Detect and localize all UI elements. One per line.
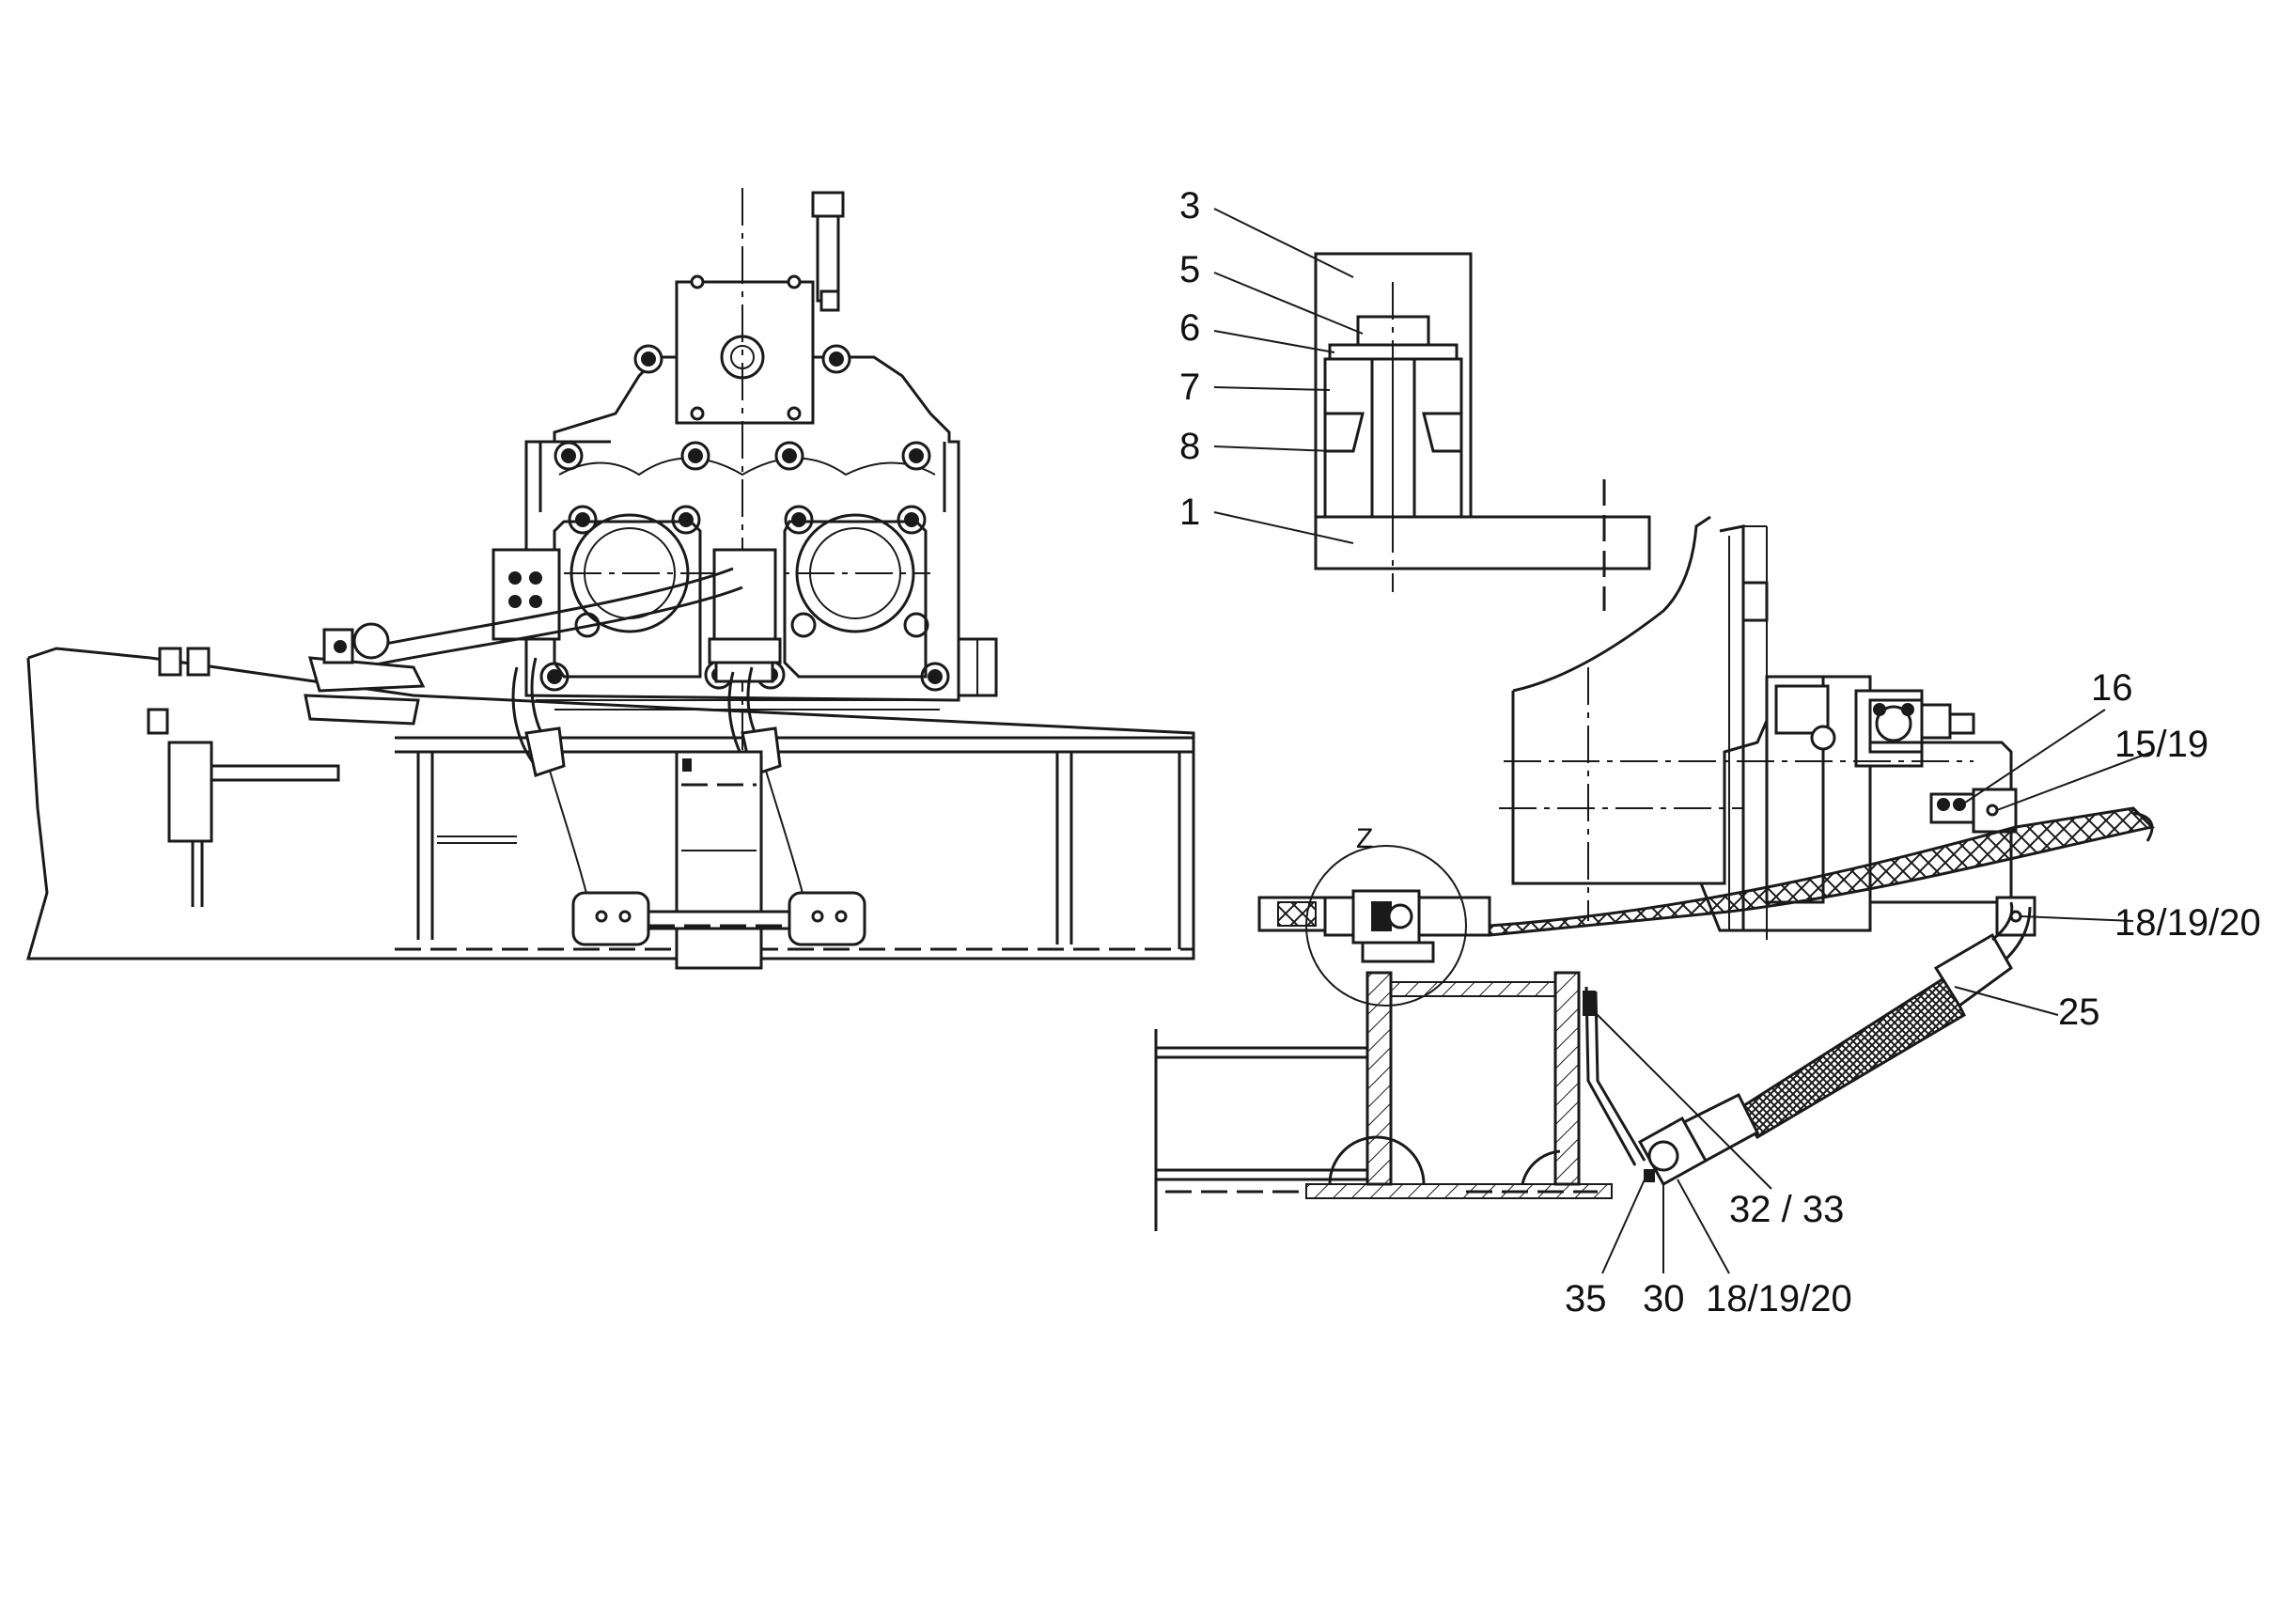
fitting-15-19: [1972, 788, 2018, 834]
bracket: [1584, 986, 1637, 1166]
callout-18-19-20-upper: 18/19/20: [2114, 902, 2261, 944]
base-frame: [26, 647, 1195, 960]
manifold-block-left: [491, 548, 561, 641]
callout-18-19-20-lower: 18/19/20: [1706, 1278, 1852, 1320]
callout-30: 30: [1643, 1278, 1685, 1320]
callout-6: 6: [1179, 307, 1200, 349]
leader-lines: [1213, 208, 2153, 1274]
support-stand: [1154, 971, 1613, 1231]
callout-5: 5: [1179, 249, 1200, 290]
callout-35: 35: [1565, 1278, 1607, 1320]
side-view: [1154, 208, 2156, 1274]
angled-coupling: [304, 622, 426, 726]
callout-15-19: 15/19: [2114, 724, 2208, 765]
braided-hose-lower: [1736, 975, 1966, 1140]
fitting-16: [1929, 792, 1975, 824]
callout-1: 1: [1179, 492, 1200, 533]
braided-hose-upper: [1478, 806, 2156, 937]
callout-8: 8: [1179, 426, 1200, 467]
callout-labels: 3 5 6 7 8 1 16 15/19 18/19/20 25 32 / 33…: [1179, 185, 2261, 1320]
detail-z-label: Z: [1356, 823, 1373, 854]
gearbox-housing: [304, 188, 998, 970]
foot-plate: [571, 750, 866, 970]
front-view: [26, 188, 1195, 970]
detail-part-1: [1314, 515, 1651, 570]
callout-25: 25: [2058, 992, 2100, 1033]
mount-detail: [1314, 252, 1651, 611]
callout-32-33: 32 / 33: [1729, 1189, 1844, 1230]
callout-3: 3: [1179, 185, 1200, 226]
detail-rubber-8: [1323, 412, 1365, 453]
callout-7: 7: [1179, 367, 1200, 408]
callout-16: 16: [2091, 667, 2133, 709]
